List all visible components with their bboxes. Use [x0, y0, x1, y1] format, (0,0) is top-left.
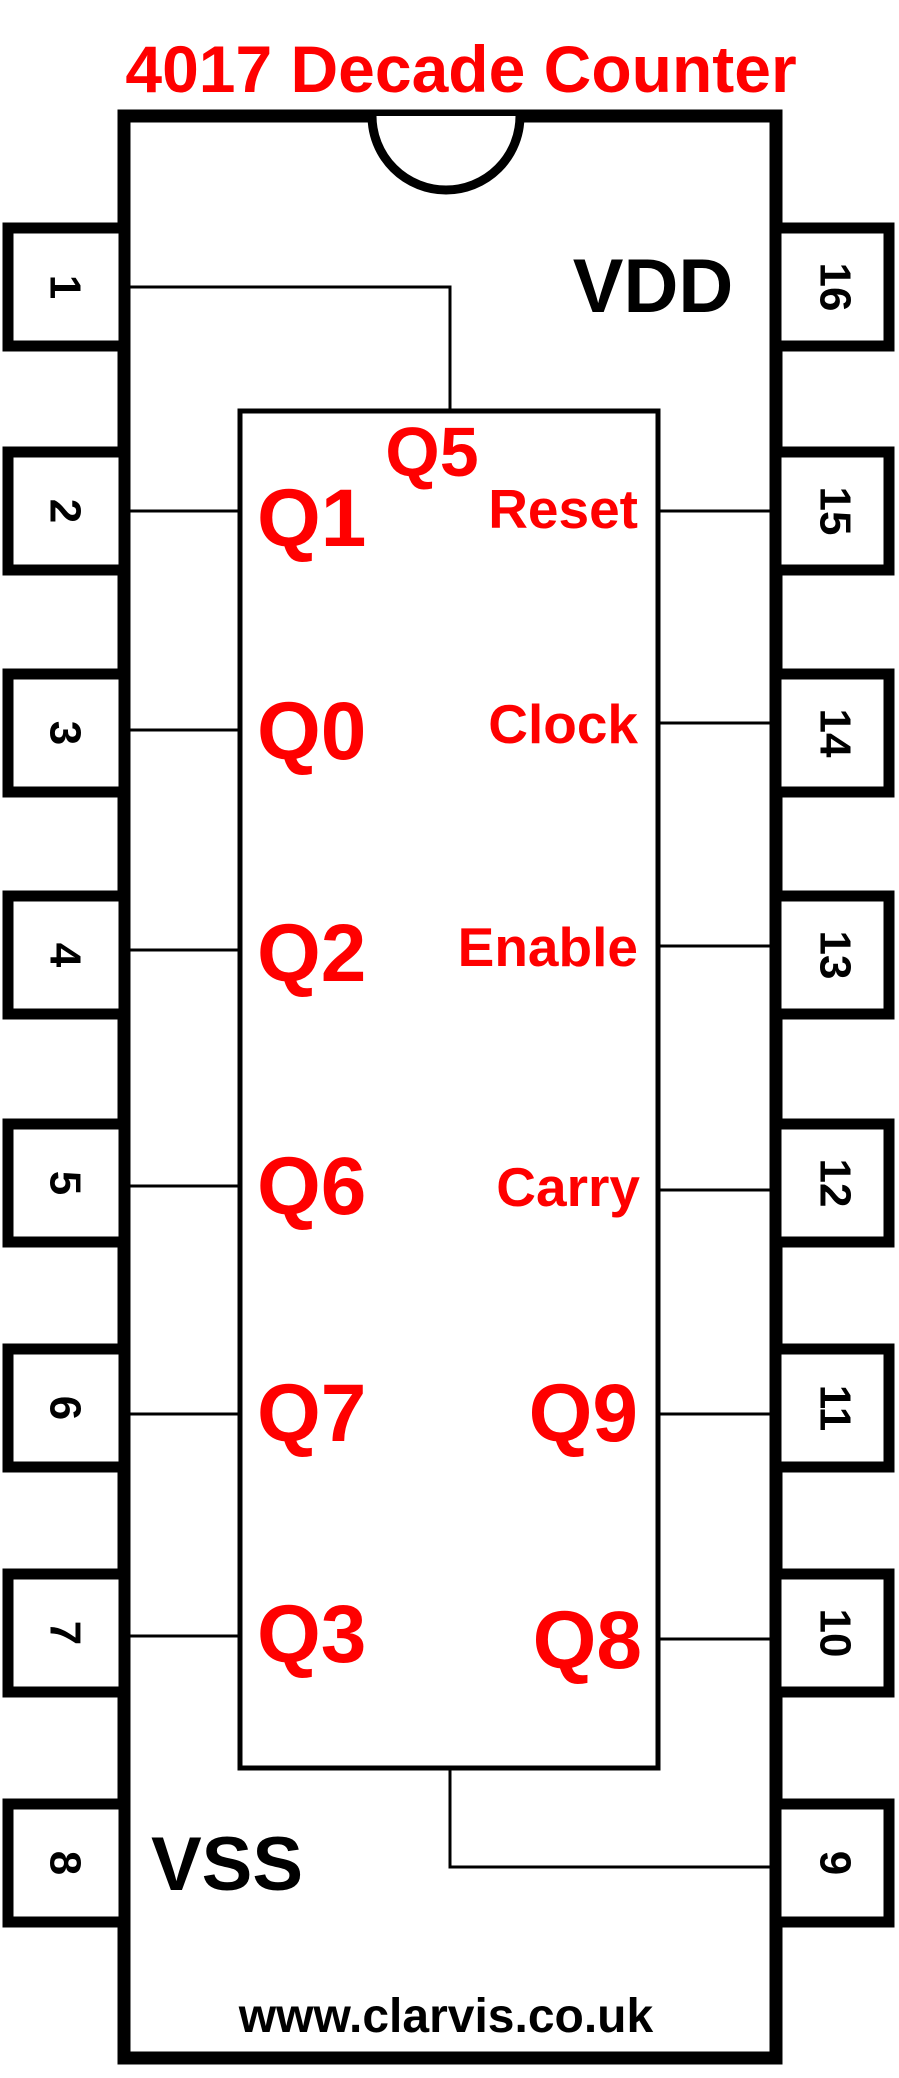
right-pin: 16: [770, 222, 895, 352]
pin9-wire: [448, 1768, 776, 1869]
pin-label: Q1: [257, 473, 366, 564]
pin-number: 9: [810, 1851, 859, 1875]
pin-number: 10: [810, 1609, 859, 1658]
pin-box: [770, 1568, 895, 1698]
pin-box: [770, 1118, 895, 1248]
left-pin: 2 Q1: [2, 446, 366, 576]
pin-number: 8: [40, 1851, 89, 1875]
right-pin: 13 Enable: [458, 890, 895, 1020]
pin-number: 7: [40, 1621, 89, 1645]
pin-box: [2, 1568, 130, 1698]
right-pin: 11 Q9: [529, 1343, 895, 1473]
vss-label: VSS: [151, 1822, 303, 1907]
pin-box: [2, 890, 130, 1020]
pin-number: 16: [810, 263, 859, 312]
pin-box: [2, 1798, 130, 1928]
q5-label: Q5: [385, 413, 478, 491]
pin-number: 14: [810, 709, 859, 758]
pin-label: Enable: [458, 916, 638, 978]
diagram-title: 4017 Decade Counter: [125, 32, 796, 106]
pin-label: Q2: [257, 908, 366, 999]
pin-number: 13: [810, 931, 859, 980]
pin-box: [2, 1343, 130, 1473]
pin-label: Q7: [257, 1368, 366, 1459]
chip-notch: [367, 115, 525, 195]
pin-number: 4: [40, 943, 89, 968]
pin-number: 1: [40, 275, 89, 299]
right-pin: 14 Clock: [488, 668, 895, 798]
pin-label: Q9: [529, 1368, 638, 1459]
left-pin: 4 Q2: [2, 890, 366, 1020]
pin-label: Reset: [488, 478, 638, 540]
pin-number: 11: [810, 1385, 859, 1432]
pin-box: [770, 668, 895, 798]
vdd-label: VDD: [573, 244, 733, 329]
pin-number: 12: [810, 1159, 859, 1208]
right-pin: 15 Reset: [488, 446, 895, 576]
pin-box: [2, 222, 130, 352]
left-pin: 1: [2, 222, 130, 352]
pin-label: Q3: [257, 1589, 366, 1680]
left-pin: 6 Q7: [2, 1343, 366, 1473]
pin-box: [770, 1798, 895, 1928]
footer-url: www.clarvis.co.uk: [238, 1990, 654, 2043]
pin-number: 3: [40, 721, 89, 745]
pin-label: Q6: [257, 1141, 366, 1232]
left-pin: 5 Q6: [2, 1118, 366, 1248]
pin-box: [770, 222, 895, 352]
pin-box: [2, 1118, 130, 1248]
left-pin: 8: [2, 1798, 130, 1928]
right-pin: 9: [770, 1798, 895, 1928]
pin-label: Q8: [533, 1595, 642, 1686]
left-pins: 1 2 Q1 3 Q0 4 Q2 5 Q6: [2, 222, 366, 1928]
pin-label: Clock: [488, 693, 638, 755]
pin-label: Carry: [496, 1156, 640, 1218]
pin-label: Q0: [257, 686, 366, 777]
die-body: [237, 408, 661, 1771]
right-pin: 10 Q8: [533, 1568, 895, 1698]
right-pins: 16 15 Reset 14 Clock 13 Enable 12 Ca: [458, 222, 895, 1928]
pin1-wire: [124, 285, 452, 411]
left-pin: 3 Q0: [2, 668, 366, 798]
pin-number: 6: [40, 1396, 89, 1420]
pin-box: [2, 668, 130, 798]
pin-number: 2: [40, 499, 89, 523]
pin-box: [770, 890, 895, 1020]
pin-box: [770, 1343, 895, 1473]
right-pin: 12 Carry: [496, 1118, 895, 1248]
pin-number: 15: [810, 487, 859, 536]
pin-number: 5: [40, 1171, 89, 1195]
left-pin: 7 Q3: [2, 1568, 366, 1698]
pin-box: [2, 446, 130, 576]
